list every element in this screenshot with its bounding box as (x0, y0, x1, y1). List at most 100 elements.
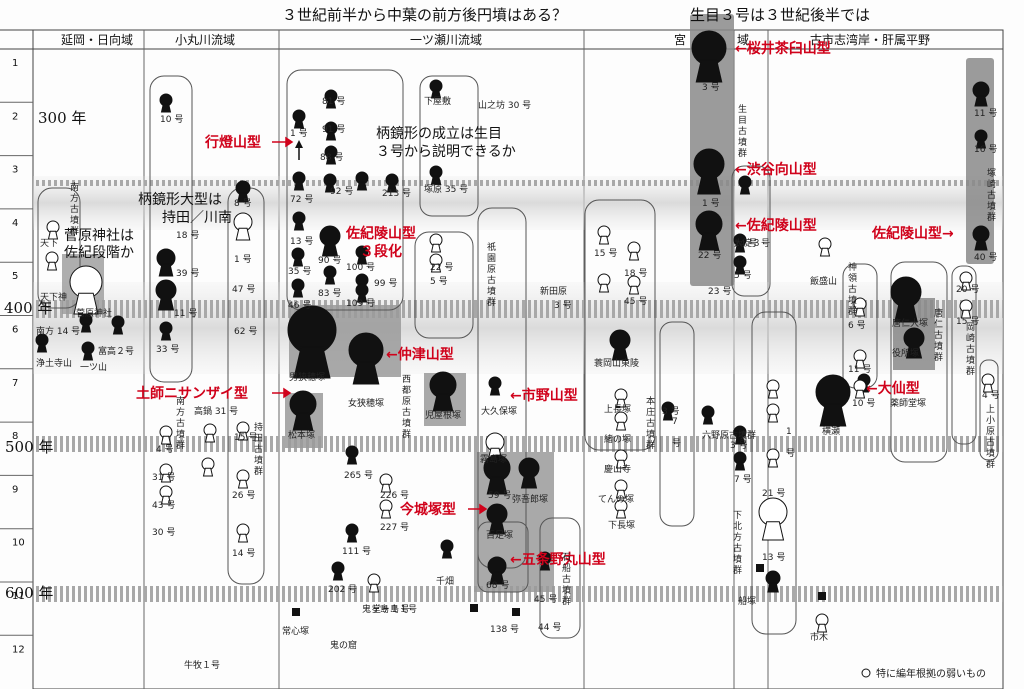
mound-label: 上長塚 (604, 404, 631, 415)
label-daisen: ←大仙型 (866, 380, 920, 397)
mound-icon (818, 237, 832, 257)
mound-label: 72 号 (290, 194, 313, 205)
mound-label: 109 号 (346, 298, 375, 309)
mound-label: 牛牧１号 (184, 659, 220, 671)
note-sugawara-2: 佐紀段階か (64, 245, 134, 261)
mound-label: 祇園原古墳群 (487, 241, 496, 308)
mound-icon (429, 165, 443, 185)
arrow-head (295, 140, 303, 148)
mound-icon (853, 349, 867, 369)
mound-icon (691, 30, 727, 83)
mound-label: 59 号 (488, 490, 511, 501)
mound-icon (323, 173, 337, 193)
mound-icon (159, 485, 173, 505)
mound-icon (738, 175, 752, 195)
mound-label: 92 号 (330, 186, 353, 197)
mound-label: 265 号 (344, 470, 373, 481)
mound-icon (487, 556, 507, 585)
mound-label: 蓑岡山東陵 (594, 357, 639, 369)
mound-icon (429, 371, 457, 412)
legend: 特に編年根拠の弱いもの (861, 667, 986, 680)
mound-icon (345, 445, 359, 465)
mound-icon (159, 321, 173, 341)
mound-label: 22 号 (430, 262, 453, 273)
mound-icon (429, 253, 443, 273)
mound-label: 45 号 (624, 296, 647, 307)
note-sugawara-1: 菅原神社は (64, 228, 134, 244)
mound-label: 68 号 (486, 580, 509, 591)
mound-label: 13 号 (290, 236, 313, 247)
mound-label: 唐仁古墳群 (934, 307, 943, 363)
mound-label: 大淀３号 (734, 237, 770, 249)
square-mound-icon (292, 608, 300, 616)
mound-label: 浄土寺山 (36, 357, 72, 369)
mound-label: 3 号 (554, 300, 572, 311)
label-sandanka: ３段化 (360, 243, 402, 260)
mound-label: 26 号 (232, 490, 255, 501)
label-shibutani-mukoyama: ←渋谷向山型 (735, 161, 817, 178)
mound-label: 14 号 (734, 238, 757, 249)
mound-label: 慶山寺 (604, 463, 631, 475)
label-ichinoyama: ←市野山型 (510, 387, 578, 404)
mound-icon (324, 121, 338, 141)
mound-label: 99 号 (374, 278, 397, 289)
mound-icon (385, 173, 399, 193)
mound-label: 31 号 (152, 472, 175, 483)
mound-label: 百足塚 (486, 530, 513, 541)
mound-label: 石船古墳群 (562, 553, 571, 607)
mound-label: 138 号 (490, 624, 519, 635)
mound-label: 下北方古墳群 (733, 511, 742, 576)
mound-label: 市木 (810, 631, 828, 643)
mound-label: 霧島塚 (480, 453, 507, 465)
band-3c-dash (33, 180, 1003, 186)
mound-label: 23 号 (708, 286, 731, 297)
mound-icon (291, 278, 305, 298)
mound-label: 45 号 (534, 594, 557, 605)
mound-icon (440, 539, 454, 559)
mound-label: 児屋根塚 (425, 409, 461, 421)
mound-icon (429, 233, 443, 253)
label-saki-misasagi-3: 佐紀陵山型→ (871, 225, 954, 242)
mound-icon (815, 613, 829, 633)
mound-label: 大久保塚 (481, 405, 517, 417)
label-saki-misasagi-1: ←佐紀陵山型 (735, 217, 817, 234)
mound-icon (733, 425, 747, 445)
mound-icon (292, 211, 306, 231)
mound-label: 堂ヶ島１号 (372, 603, 417, 615)
mound-label: 南方古墳群 (70, 181, 79, 237)
mound-icon (758, 497, 788, 541)
mound-label: 南方古墳群 (176, 395, 185, 451)
mound-icon (695, 210, 723, 251)
mound-label: 常心塚 (282, 625, 309, 637)
mound-label: 塚崎古墳群 (987, 168, 996, 223)
col-header-5: 域 (737, 33, 749, 47)
mound-label: 塚原 35 号 (424, 184, 468, 195)
mound-label: 天下神 (40, 291, 67, 303)
mound-icon (972, 225, 990, 251)
mound-icon (292, 171, 306, 191)
mound-label: 46 号 (288, 300, 311, 311)
mound-icon (597, 273, 611, 293)
mound-icon (379, 499, 393, 519)
mound-label: 下長塚 (608, 520, 635, 531)
mound-label: 81 号 (322, 96, 345, 107)
square-mound-icon (756, 564, 764, 572)
mound-label: 六野原古墳群 (702, 429, 756, 441)
mound-label: 山之坊 30 号 (478, 99, 531, 111)
mound-icon (345, 523, 359, 543)
mound-label: 90 号 (318, 255, 341, 266)
mound-icon (627, 275, 641, 295)
mound-label: 44 号 (538, 622, 561, 633)
mound-label: 15 号 (234, 432, 257, 443)
mound-label: 横瀬 (822, 425, 840, 437)
mound-icon (355, 245, 369, 265)
col-header-6: 古市志湾岸・肝属平野 (810, 32, 930, 47)
mound-icon (614, 479, 628, 499)
label-haji-nisanzai: 土師ニサンザイ型 (136, 385, 248, 402)
mound-icon (289, 390, 317, 431)
mound-label: 南方 14 号 (36, 325, 80, 337)
mound-icon (324, 89, 338, 109)
mound-icon (323, 265, 337, 285)
row-number: 9 (12, 484, 18, 495)
